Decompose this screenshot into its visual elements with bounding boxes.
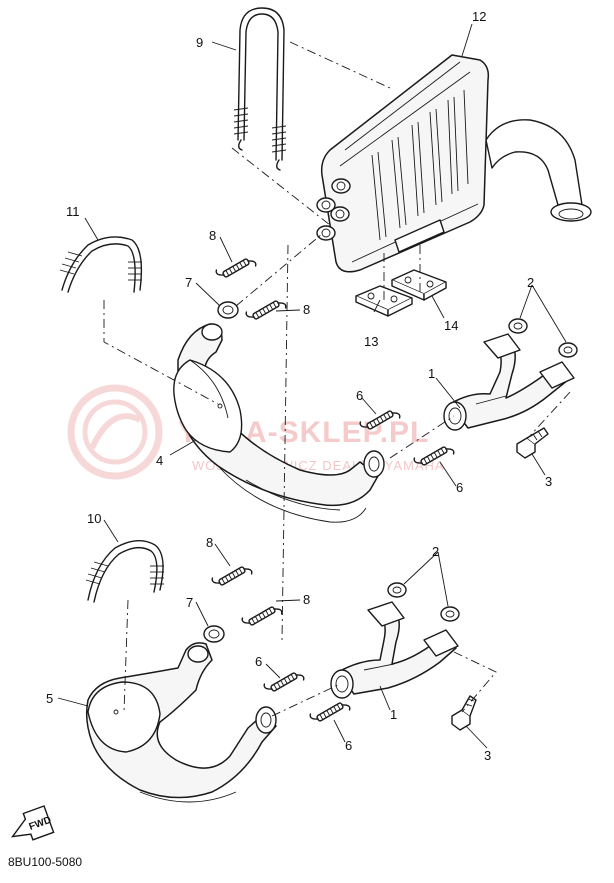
gasket-7-top — [217, 301, 239, 319]
callout-numbers: 9 12 11 8 7 8 13 14 2 1 6 4 6 3 10 8 2 7… — [46, 9, 552, 763]
callout-8-bottom-a: 8 — [206, 535, 213, 550]
callout-leaders — [57, 23, 567, 749]
exhaust-pipe-5 — [85, 642, 277, 803]
callout-8-top-b: 8 — [303, 302, 310, 317]
spring-9 — [233, 7, 287, 171]
callout-2-bottom: 2 — [432, 544, 439, 559]
bolt-3-bottom — [451, 695, 477, 731]
callout-6-top-a: 6 — [356, 388, 363, 403]
spring-8-top-a — [215, 258, 257, 278]
gasket-7-bottom — [203, 625, 225, 643]
spring-6-top-a — [359, 410, 401, 430]
spring-10 — [85, 540, 164, 603]
spring-6-bottom-a — [263, 672, 305, 692]
gaskets-2-bottom — [387, 582, 460, 622]
spring-8-bottom-b — [241, 606, 283, 626]
callout-7-bottom: 7 — [186, 595, 193, 610]
callout-1-top: 1 — [428, 366, 435, 381]
callout-6-bottom-a: 6 — [255, 654, 262, 669]
callout-1-bottom: 1 — [390, 707, 397, 722]
muffler-box — [316, 54, 592, 273]
spring-8-bottom-a — [211, 566, 253, 586]
spring-6-top-b — [413, 446, 455, 466]
exhaust-pipe-1-bottom — [330, 601, 459, 699]
exhaust-pipe-1-top — [443, 333, 575, 431]
callout-3-top: 3 — [545, 474, 552, 489]
spring-11 — [59, 236, 143, 293]
bracket-14 — [391, 269, 447, 301]
callout-5: 5 — [46, 691, 53, 706]
spring-6-bottom-b — [309, 702, 351, 722]
callout-4: 4 — [156, 453, 163, 468]
fwd-arrow-icon: FWD — [11, 805, 55, 841]
callout-11: 11 — [66, 204, 80, 219]
muffler-inlets — [316, 178, 351, 241]
callout-12: 12 — [472, 9, 486, 24]
callout-10: 10 — [87, 511, 101, 526]
gaskets-2-top — [508, 318, 578, 358]
callout-6-bottom-b: 6 — [345, 738, 352, 753]
callout-3-bottom: 3 — [484, 748, 491, 763]
diagram-code: 8BU100-5080 — [8, 855, 82, 869]
spring-8-top-b — [245, 300, 287, 320]
callout-8-bottom-b: 8 — [303, 592, 310, 607]
callout-14: 14 — [444, 318, 458, 333]
callout-7-top: 7 — [185, 275, 192, 290]
bolt-3-top — [516, 427, 549, 459]
watermark-logo — [67, 384, 163, 480]
callout-8-top-a: 8 — [209, 228, 216, 243]
exhaust-pipe-4 — [173, 323, 385, 523]
callout-2-top: 2 — [527, 275, 534, 290]
callout-6-top-b: 6 — [456, 480, 463, 495]
callout-13: 13 — [364, 334, 378, 349]
callout-9: 9 — [196, 35, 203, 50]
